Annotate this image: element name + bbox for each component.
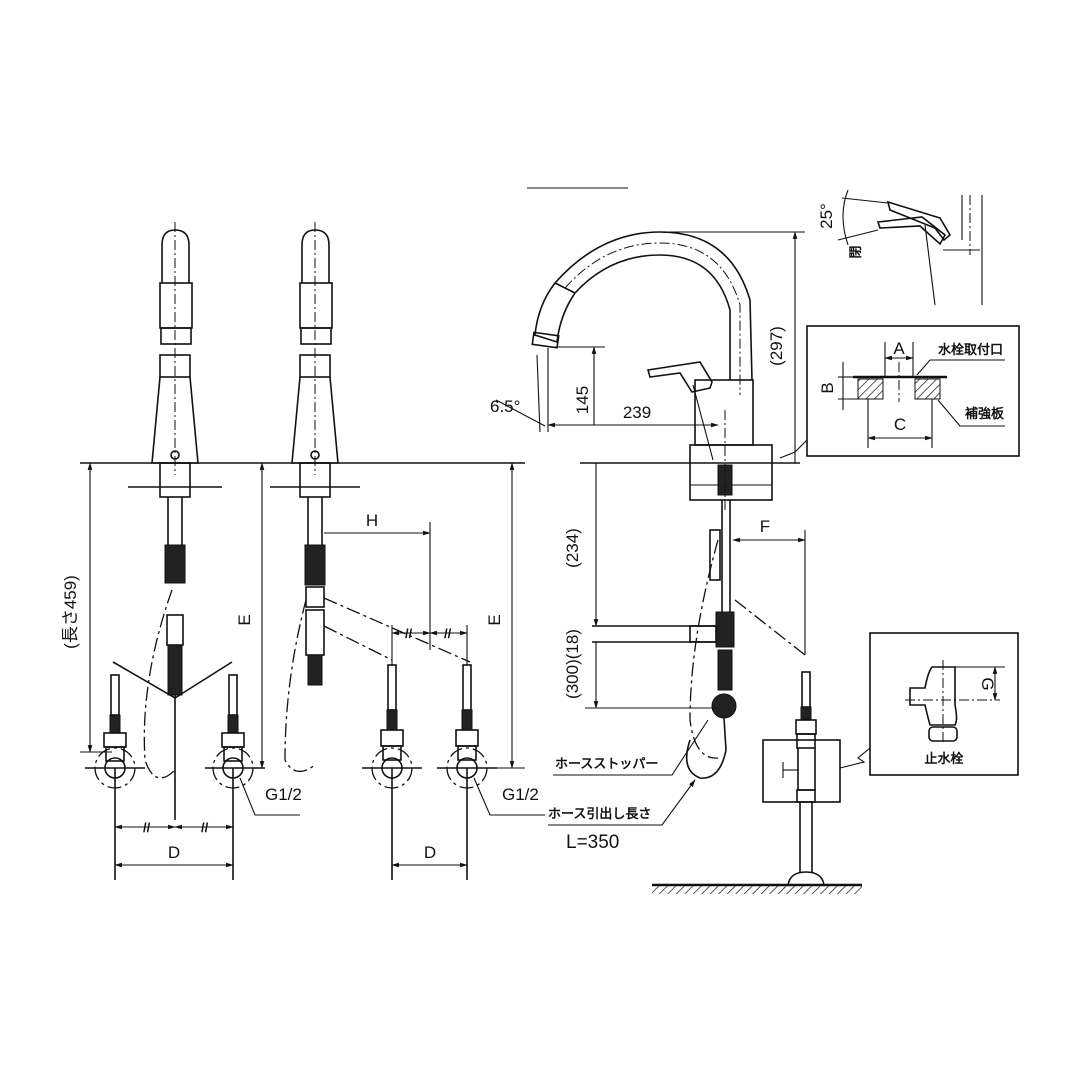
- spout: [531, 231, 753, 395]
- supply-lines-right: [270, 462, 471, 772]
- svg-text://: //: [143, 820, 151, 835]
- label-hose-length: L=350: [566, 832, 619, 853]
- side-view: 6.5° 145 239 (297) (234) (300)(18) F ホース…: [490, 187, 806, 853]
- supply-lines-left: [112, 462, 233, 820]
- dim-E-left: E: [235, 614, 254, 625]
- stop-valve-left-a: [85, 674, 145, 880]
- hose-assembly: [592, 500, 806, 779]
- label-reinforcement-plate: 補強板: [964, 406, 1005, 421]
- dim-C: C: [894, 415, 906, 434]
- front-view-right: H // // E D G1/2: [270, 222, 545, 880]
- angle-6-5: 6.5°: [490, 397, 520, 416]
- lever-body: [646, 361, 773, 510]
- svg-text://: //: [444, 626, 452, 641]
- dim-297: (297): [767, 326, 786, 366]
- dim-length-459: (長さ459): [61, 575, 80, 649]
- dim-A: A: [893, 339, 905, 358]
- label-hose-stopper: ホースストッパー: [555, 756, 658, 771]
- dim-F: F: [760, 517, 770, 536]
- faucet-body-right: [291, 222, 339, 475]
- label-closed: 閉: [848, 245, 863, 258]
- label-stop-valve: 止水栓: [924, 751, 963, 766]
- thread-G1-2-right: G1/2: [502, 785, 539, 804]
- dim-B: B: [818, 382, 837, 393]
- stop-valve-left-b: [205, 674, 265, 880]
- dim-D-left: D: [168, 843, 180, 862]
- dim-300-18: (300)(18): [563, 629, 582, 699]
- stop-valve-right-b: [437, 664, 497, 880]
- stop-valve-detail: G 止水栓: [839, 632, 1019, 776]
- dim-145: 145: [573, 386, 592, 414]
- lever-angle-detail: 25° 閉: [817, 189, 983, 306]
- svg-text://: //: [405, 626, 413, 641]
- label-faucet-mounting-hole: 水栓取付口: [938, 342, 1003, 357]
- dim-234: (234): [563, 528, 582, 568]
- dim-D-right: D: [424, 843, 436, 862]
- faucet-body-left: [151, 222, 199, 475]
- front-view-left: (長さ459) E // // D G1/2: [61, 222, 525, 880]
- label-hose-pull-length: ホース引出し長さ: [548, 806, 651, 821]
- floor-stop-valve: [652, 671, 862, 894]
- dim-E-right: E: [485, 614, 504, 625]
- stop-valve-right-a: [362, 664, 422, 880]
- dim-G: G: [978, 677, 997, 690]
- dim-239: 239: [623, 403, 651, 422]
- dim-H: H: [366, 511, 378, 530]
- svg-text://: //: [201, 820, 209, 835]
- angle-25: 25°: [817, 203, 836, 229]
- mounting-hole-detail: A B C 水栓取付口 補強板: [779, 325, 1020, 459]
- thread-G1-2-left: G1/2: [265, 785, 302, 804]
